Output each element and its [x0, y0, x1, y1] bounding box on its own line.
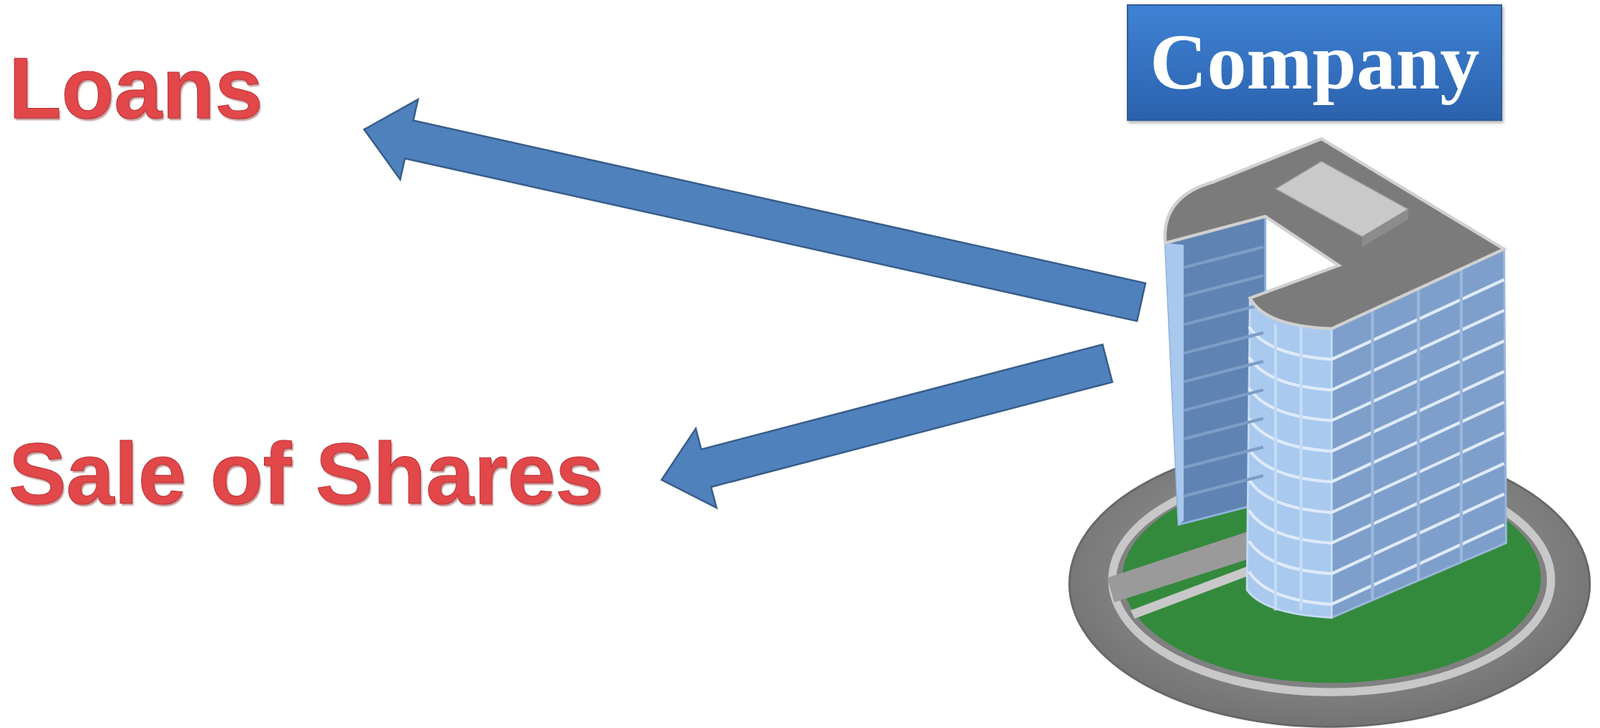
window-line: [1183, 332, 1264, 354]
window-line: [1249, 387, 1332, 420]
road-stripe: [1130, 563, 1260, 619]
company-node: Company: [1100, 0, 1600, 728]
window-line: [1370, 309, 1374, 600]
loans-node: Loans: [8, 38, 263, 138]
label-holder: Company: [1126, 4, 1503, 121]
window-line: [1183, 447, 1264, 468]
roof-unit-side: [1361, 209, 1408, 248]
source-label: Loans: [8, 38, 263, 138]
window-line: [1183, 304, 1264, 325]
right-tower-front: [1246, 297, 1332, 617]
window-line: [1183, 246, 1264, 267]
building-group: [1069, 138, 1590, 727]
window-line: [1183, 475, 1264, 496]
block-arrow: [363, 99, 1145, 321]
window-line: [1299, 324, 1303, 610]
window-line: [1183, 418, 1264, 439]
window-line: [1249, 479, 1332, 512]
window-line: [1249, 571, 1332, 605]
window-line: [1274, 324, 1278, 610]
roof: [1164, 138, 1505, 329]
company-label: Company: [1126, 4, 1503, 121]
window-line: [1183, 360, 1264, 382]
window-line: [1249, 510, 1332, 543]
window-line: [1459, 268, 1463, 562]
source-label: Sale of Shares: [8, 423, 604, 523]
window-line: [1416, 288, 1420, 580]
window-line: [1183, 275, 1264, 296]
window-line: [1183, 389, 1264, 410]
block-arrow: [661, 344, 1113, 508]
left-tower-edge: [1165, 243, 1185, 525]
shares-node: Sale of Shares: [8, 423, 604, 523]
window-line: [1249, 326, 1332, 359]
window-line: [1249, 540, 1332, 574]
